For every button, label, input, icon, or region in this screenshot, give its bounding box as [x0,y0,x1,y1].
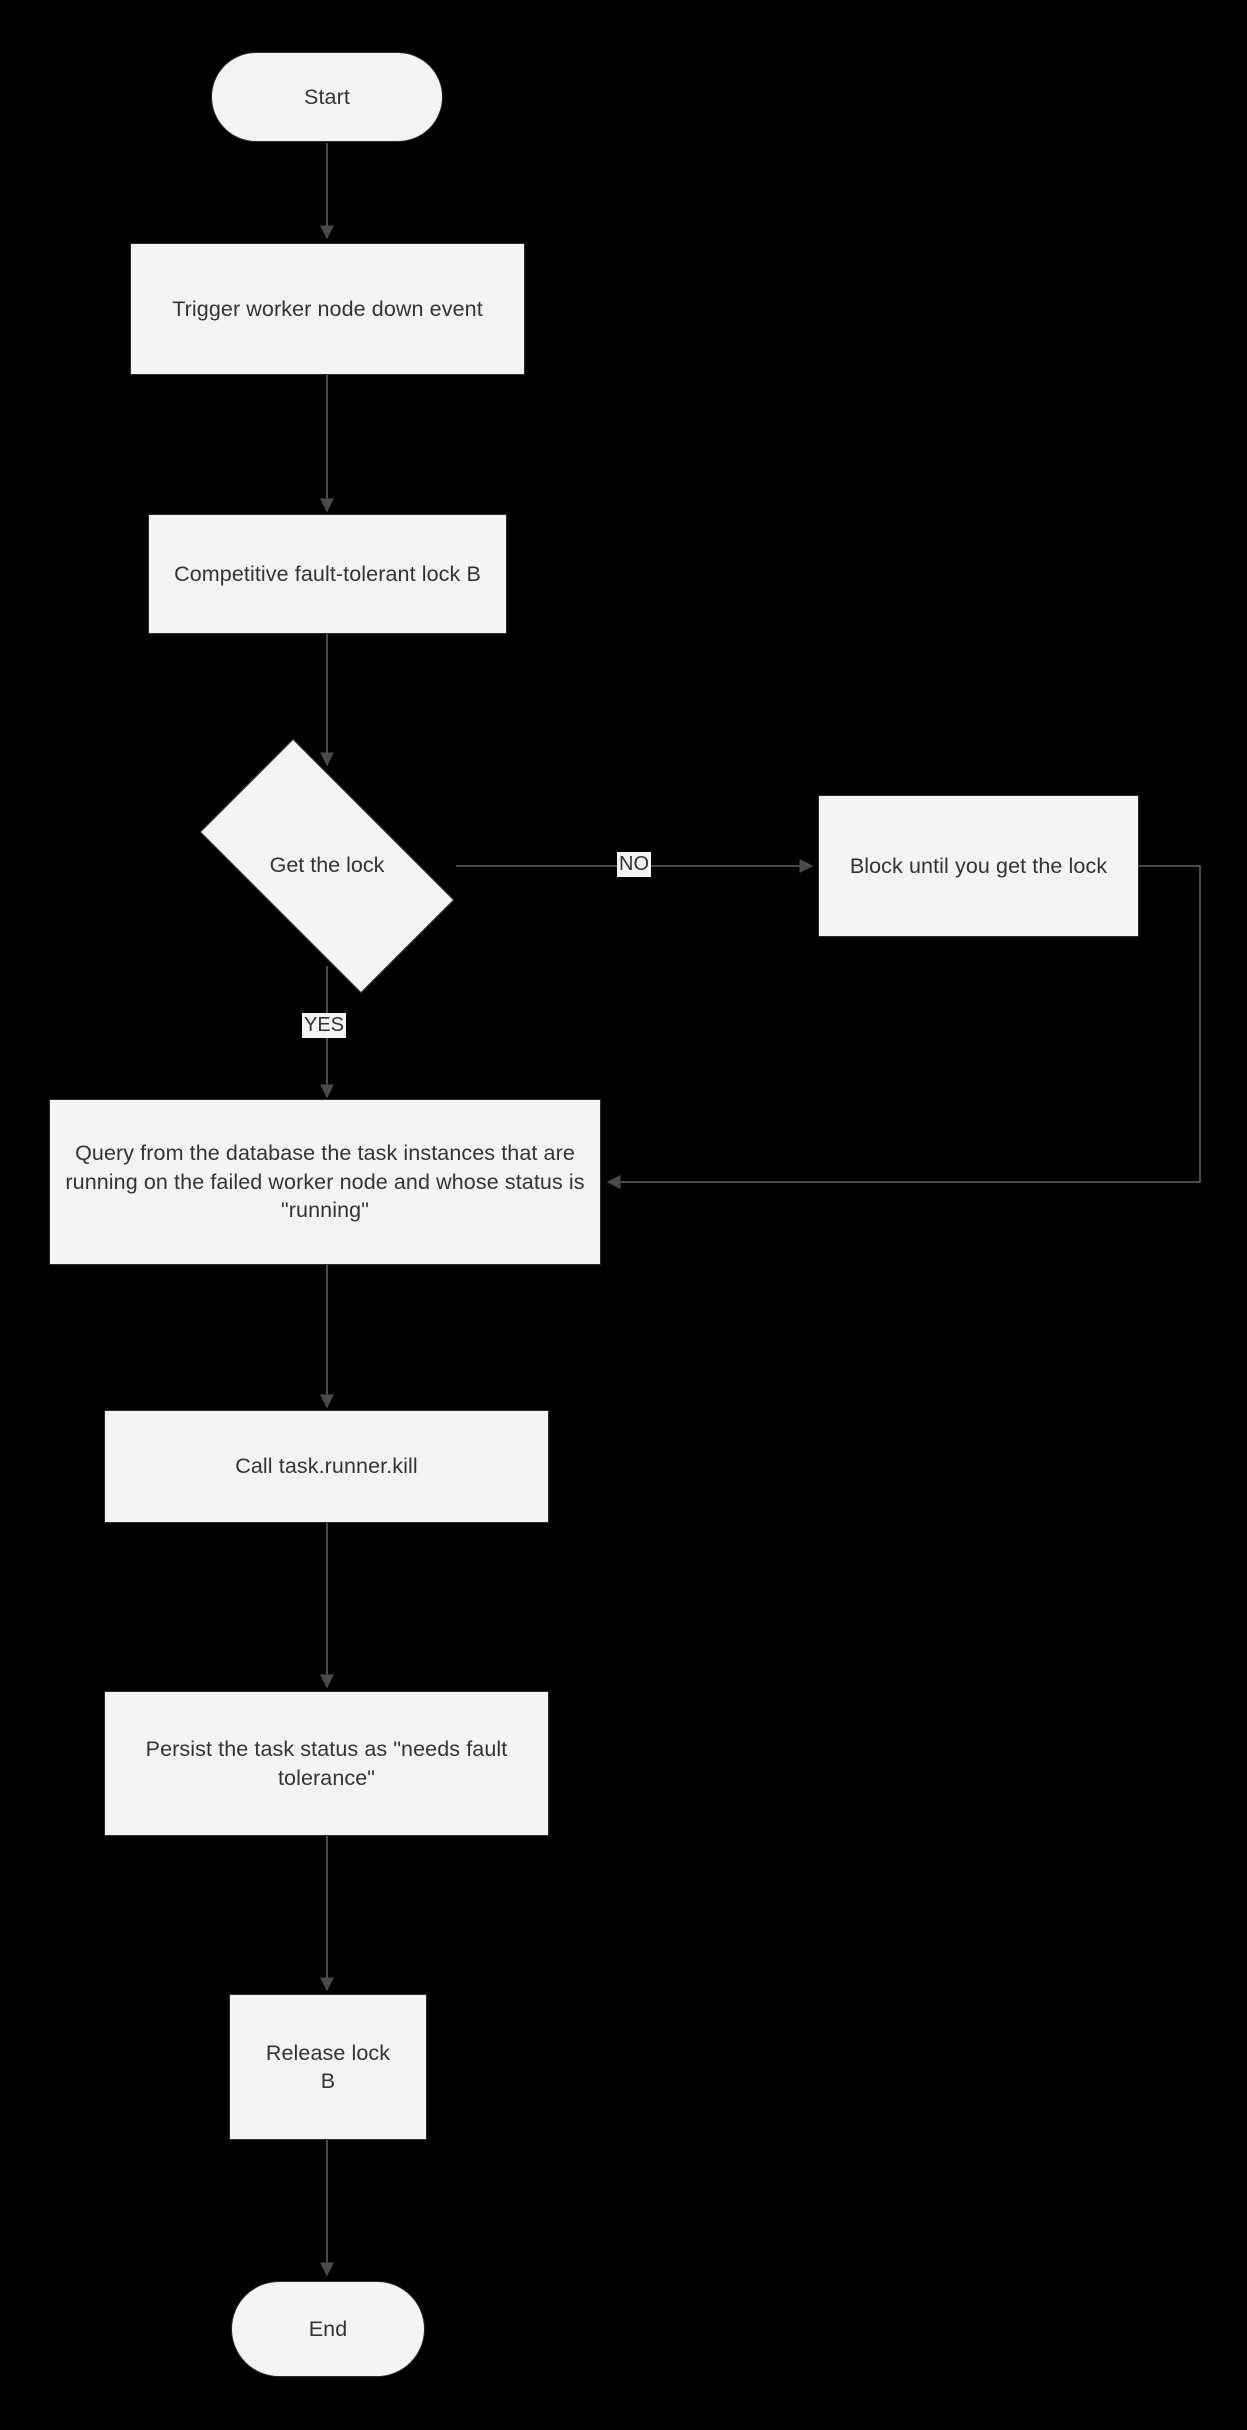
edge-label-yes: YES [302,1013,347,1038]
node-persist-task-status[interactable]: Persist the task status as "needs fault … [104,1691,549,1836]
node-get-the-lock-decision[interactable]: Get the lock [199,738,455,994]
edge-label-no-text: NO [619,853,649,875]
edge-label-no: NO [617,852,651,877]
node-call-task-runner-kill[interactable]: Call task.runner.kill [104,1410,549,1523]
node-competitive-lock-b[interactable]: Competitive fault-tolerant lock B [148,514,507,634]
node-kill-label: Call task.runner.kill [235,1454,418,1479]
edge-label-yes-text: YES [304,1014,345,1036]
node-query-task-instances[interactable]: Query from the database the task instanc… [49,1099,601,1265]
node-lock-label: Competitive fault-tolerant lock B [174,561,481,586]
node-end[interactable]: End [231,2281,425,2377]
node-release-label-line2: B [320,2069,336,2093]
node-query-label: Query from the database the task instanc… [65,1141,585,1223]
node-block-until-lock[interactable]: Block until you get the lock [818,795,1139,937]
node-trigger-worker-node-down[interactable]: Trigger worker node down event [130,243,525,375]
node-persist-label: Persist the task status as "needs fault … [145,1737,508,1790]
node-block-label: Block until you get the lock [849,853,1108,878]
node-trigger-label: Trigger worker node down event [172,296,483,321]
node-end-label: End [308,2316,348,2341]
node-decision-label: Get the lock [269,853,385,878]
node-release-lock-b[interactable]: Release lock B [229,1994,427,2140]
node-start[interactable]: Start [211,52,443,142]
node-release-label-line1: Release lock [265,2040,391,2065]
node-start-label: Start [304,84,350,109]
